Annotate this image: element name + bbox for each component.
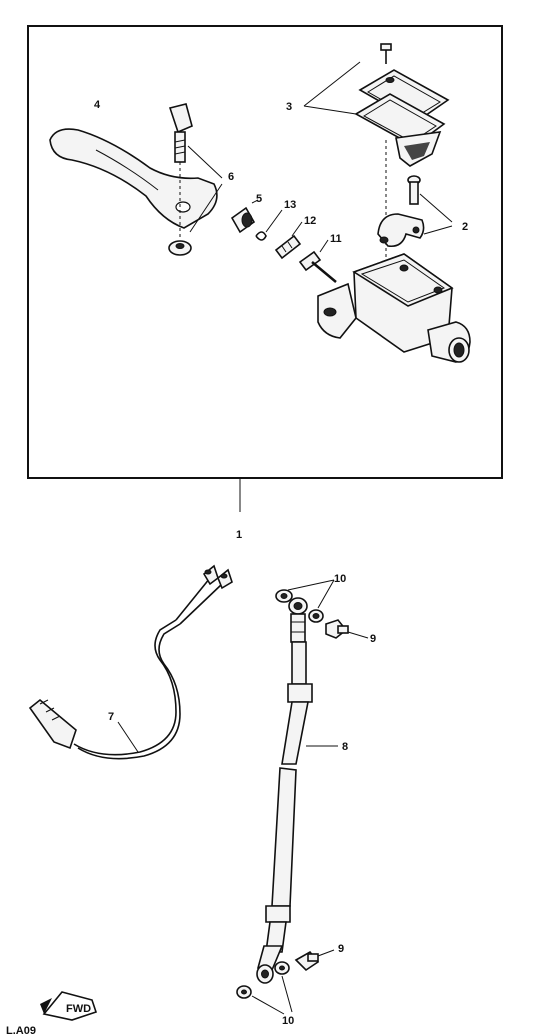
holder-bolt (407, 175, 421, 205)
union-bolt-bottom (294, 950, 320, 972)
brake-hose (256, 597, 313, 984)
fwd-label: FWD (66, 1003, 91, 1015)
callout-10-top: 10 (334, 573, 346, 585)
callout-10-bottom: 10 (282, 1015, 294, 1027)
pivot-nut (168, 240, 192, 256)
union-bolt-top (325, 619, 349, 639)
callout-8: 8 (342, 741, 348, 753)
callout-6: 6 (228, 171, 234, 183)
callout-3: 3 (286, 101, 292, 113)
brake-lever (49, 128, 218, 229)
callout-9-top: 9 (370, 633, 376, 645)
assembly-frame (27, 25, 503, 479)
copper-washer-bottom (236, 961, 290, 999)
callout-13: 13 (284, 199, 296, 211)
forward-arrow-icon (40, 991, 98, 1021)
cap-screw (380, 43, 392, 64)
diaphragm (395, 131, 442, 167)
master-cylinder-body (317, 253, 471, 363)
callout-12: 12 (304, 215, 316, 227)
pivot-bolt (168, 103, 193, 163)
callout-11: 11 (330, 233, 342, 245)
callout-9-bottom: 9 (338, 943, 344, 955)
callout-5: 5 (256, 193, 262, 205)
circlip (255, 231, 267, 241)
callout-2: 2 (462, 221, 468, 233)
pivot-collar (230, 206, 256, 234)
push-rod-adjuster (274, 234, 302, 260)
diaphragm-plate (354, 93, 446, 147)
callout-1: 1 (236, 529, 242, 541)
brake-light-switch (28, 564, 233, 760)
copper-washer-top (275, 589, 324, 623)
callout-7: 7 (108, 711, 114, 723)
callout-4: 4 (94, 99, 101, 111)
push-rod (298, 250, 337, 283)
master-cylinder-holder (377, 213, 425, 248)
corner-code: L.A09 (6, 1025, 36, 1036)
